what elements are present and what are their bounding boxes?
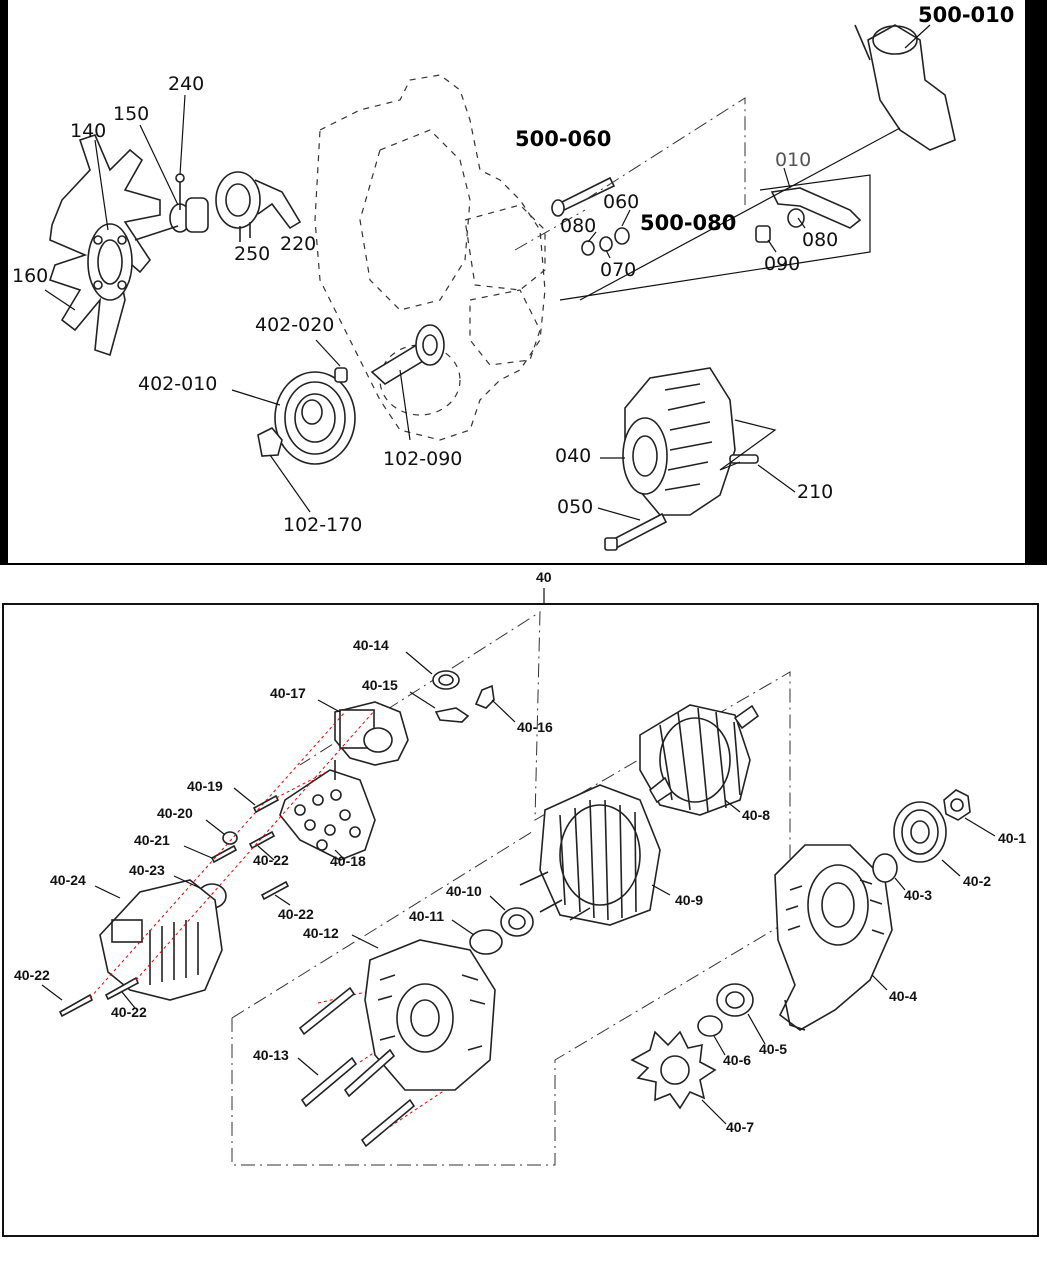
crankshaft-102-090 [370,324,445,385]
label-40-22-c: 40-22 [14,967,50,983]
label-102-170: 102-170 [283,514,362,536]
label-40-11: 40-11 [409,908,444,924]
gear-case [314,74,546,441]
engine-exploded-view [44,24,956,551]
label-240: 240 [168,73,204,95]
label-402-020: 402-020 [255,314,334,336]
label-060: 060 [603,191,639,213]
label-050: 050 [557,496,593,518]
top-panel [8,0,1025,563]
label-500-060: 500-060 [515,127,611,151]
label-40-1: 40-1 [998,830,1026,846]
label-40-24: 40-24 [50,872,86,888]
label-40-20: 40-20 [157,805,193,821]
label-40-15: 40-15 [362,677,398,693]
alternator-bolt-050 [604,512,668,551]
alternator-040 [622,367,777,516]
label-210: 210 [797,481,833,503]
label-070: 070 [600,259,636,281]
water-pump-250 [215,171,302,242]
label-40-3: 40-3 [904,887,932,903]
label-40-10: 40-10 [446,883,482,899]
top-leaders [44,24,931,521]
label-40-13: 40-13 [253,1047,289,1063]
label-080-left: 080 [560,215,596,237]
label-160: 160 [12,265,48,287]
label-250: 250 [234,243,270,265]
label-40-8: 40-8 [742,807,770,823]
label-40-2: 40-2 [963,873,991,889]
alternator-exploded-view [41,611,996,1166]
label-500-010: 500-010 [918,3,1014,27]
label-40-21: 40-21 [134,832,170,848]
label-40-5: 40-5 [759,1041,787,1057]
label-40-9: 40-9 [675,892,703,908]
label-102-090: 102-090 [383,448,462,470]
label-220: 220 [280,233,316,255]
adjusting-bracket-010 [559,174,871,301]
label-40-7: 40-7 [726,1119,754,1135]
label-140: 140 [70,120,106,142]
label-40-4: 40-4 [889,988,917,1004]
label-010: 010 [775,149,811,171]
label-40-14: 40-14 [353,637,389,653]
label-40-16: 40-16 [517,719,553,735]
label-40-22-d: 40-22 [111,1004,147,1020]
label-40-19: 40-19 [187,778,223,794]
label-040: 040 [555,445,591,467]
label-40-23: 40-23 [129,862,165,878]
bracket-bolt-500-060 [514,97,746,251]
label-500-080: 500-080 [640,211,736,235]
label-40-12: 40-12 [303,925,339,941]
label-080-right: 080 [802,229,838,251]
bottom-frame [2,603,1039,1237]
label-402-010: 402-010 [138,373,217,395]
label-090: 090 [764,253,800,275]
label-40-22-a: 40-22 [253,852,289,868]
label-40-18: 40-18 [330,853,366,869]
crank-pulley-402-010 [257,367,356,465]
thermostat-housing-500-010 [579,24,956,301]
label-40-6: 40-6 [723,1052,751,1068]
label-40-17: 40-17 [270,685,306,701]
fan-140 [48,134,161,357]
label-40-22-b: 40-22 [278,906,314,922]
label-40-title: 40 [536,569,552,585]
label-150: 150 [113,103,149,125]
